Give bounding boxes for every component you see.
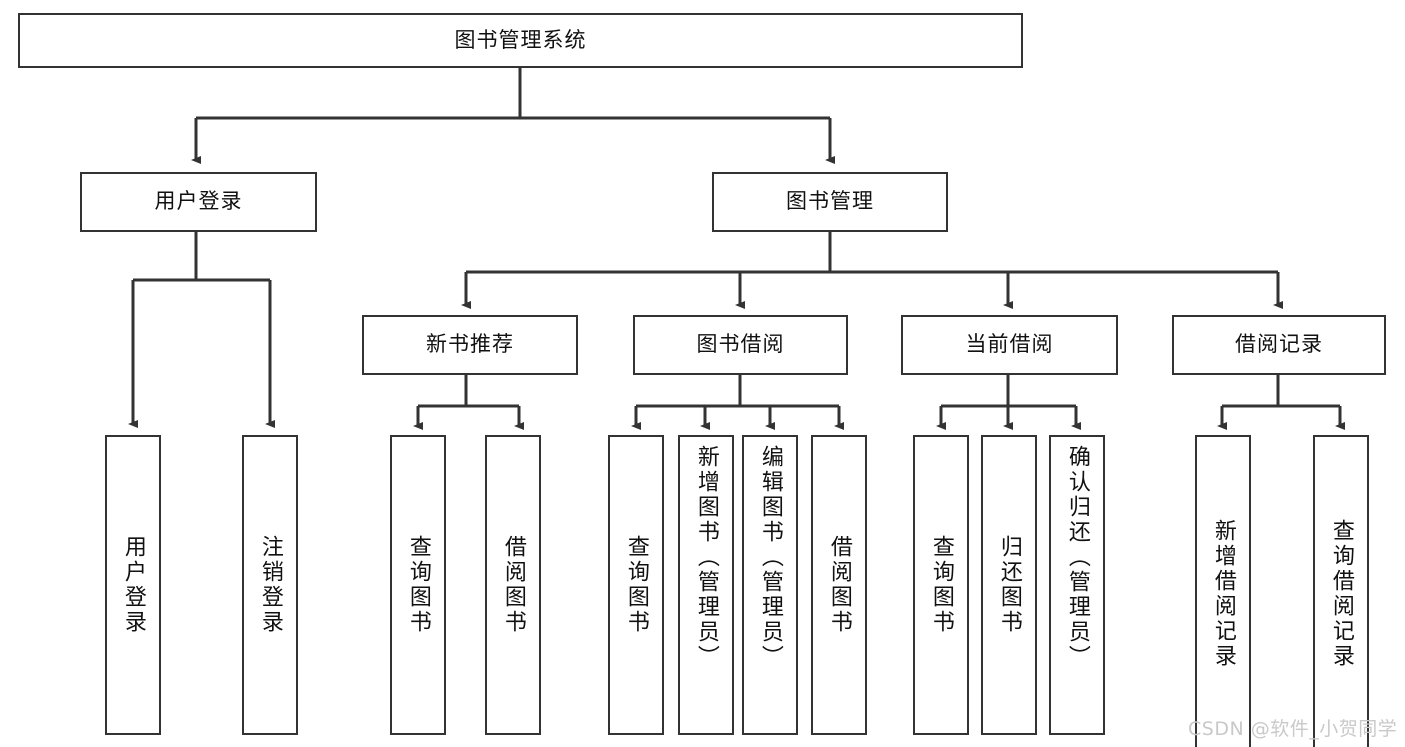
- node-root-system[interactable]: 图书管理系统: [18, 13, 1023, 68]
- node-label: 查询图书: [928, 535, 954, 635]
- node-label: 新增图书（管理员）: [693, 445, 719, 670]
- node-label: 当前借阅: [965, 332, 1054, 357]
- node-label: 归还图书: [996, 535, 1022, 635]
- leaf-user-login-logout[interactable]: 注销登录: [242, 435, 298, 735]
- node-label: 借阅图书: [500, 535, 526, 635]
- node-label: 用户登录: [120, 535, 146, 635]
- leaf-current-query-book[interactable]: 查询图书: [913, 435, 969, 735]
- leaf-user-login-login[interactable]: 用户登录: [105, 435, 161, 735]
- node-label: 借阅图书: [826, 535, 852, 635]
- node-label: 图书借阅: [696, 332, 785, 357]
- node-label: 查询图书: [405, 535, 431, 635]
- node-label: 编辑图书（管理员）: [757, 445, 783, 670]
- node-label: 图书管理: [786, 189, 874, 214]
- node-label: 新增借阅记录: [1210, 518, 1236, 669]
- leaf-borrow-edit-book[interactable]: 编辑图书（管理员）: [742, 435, 798, 735]
- node-label: 确认归还（管理员）: [1064, 445, 1090, 670]
- leaf-current-confirm-return[interactable]: 确认归还（管理员）: [1049, 435, 1105, 735]
- leaf-new-book-query[interactable]: 查询图书: [390, 435, 446, 735]
- node-label: 借阅记录: [1235, 332, 1323, 357]
- node-borrow-record[interactable]: 借阅记录: [1172, 315, 1386, 375]
- node-label: 查询图书: [623, 535, 649, 635]
- node-book-borrow[interactable]: 图书借阅: [633, 315, 848, 375]
- node-label: 查询借阅记录: [1328, 518, 1354, 669]
- leaf-current-return-book[interactable]: 归还图书: [981, 435, 1037, 735]
- node-label: 用户登录: [154, 189, 243, 214]
- leaf-borrow-borrow-book[interactable]: 借阅图书: [811, 435, 867, 735]
- node-label: 注销登录: [257, 535, 283, 635]
- leaf-new-book-borrow[interactable]: 借阅图书: [485, 435, 541, 735]
- leaf-borrow-add-book[interactable]: 新增图书（管理员）: [678, 435, 734, 735]
- node-current-borrow[interactable]: 当前借阅: [901, 315, 1118, 375]
- leaf-borrow-query-book[interactable]: 查询图书: [608, 435, 664, 735]
- node-book-management[interactable]: 图书管理: [712, 172, 948, 232]
- leaf-record-add-record[interactable]: 新增借阅记录: [1195, 435, 1251, 747]
- node-label: 新书推荐: [426, 332, 514, 357]
- node-new-book-recommend[interactable]: 新书推荐: [362, 315, 578, 375]
- node-user-login[interactable]: 用户登录: [80, 172, 317, 232]
- node-label: 图书管理系统: [454, 27, 587, 52]
- leaf-record-query-record[interactable]: 查询借阅记录: [1313, 435, 1369, 747]
- csdn-watermark: CSDN @软件_小贺同学: [1188, 718, 1398, 740]
